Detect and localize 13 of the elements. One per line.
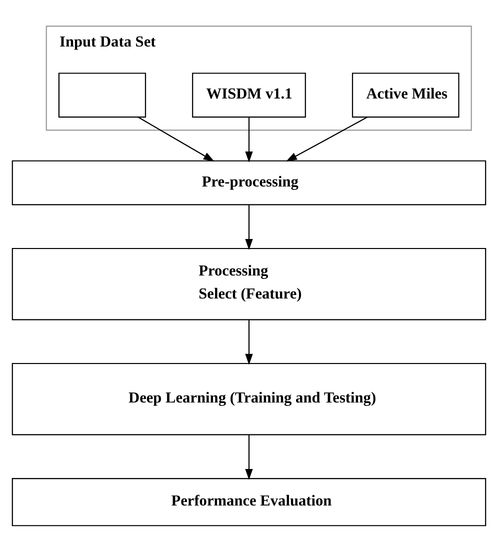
node-box: Processing Select (Feature) <box>12 247 486 320</box>
node-box: Performance Evaluation <box>12 477 486 526</box>
arrow <box>286 116 368 161</box>
arrow <box>245 434 253 480</box>
arrow <box>245 116 253 162</box>
node-box: Pre-processing <box>12 160 486 205</box>
node-box <box>58 72 146 118</box>
node-box: Deep Learning (Training and Testing) <box>12 362 486 435</box>
arrow <box>245 319 253 364</box>
arrow <box>245 204 253 250</box>
node-box: Active Miles <box>352 72 460 118</box>
node-box: WISDM v1.1 <box>192 72 306 118</box>
arrow <box>138 116 214 162</box>
